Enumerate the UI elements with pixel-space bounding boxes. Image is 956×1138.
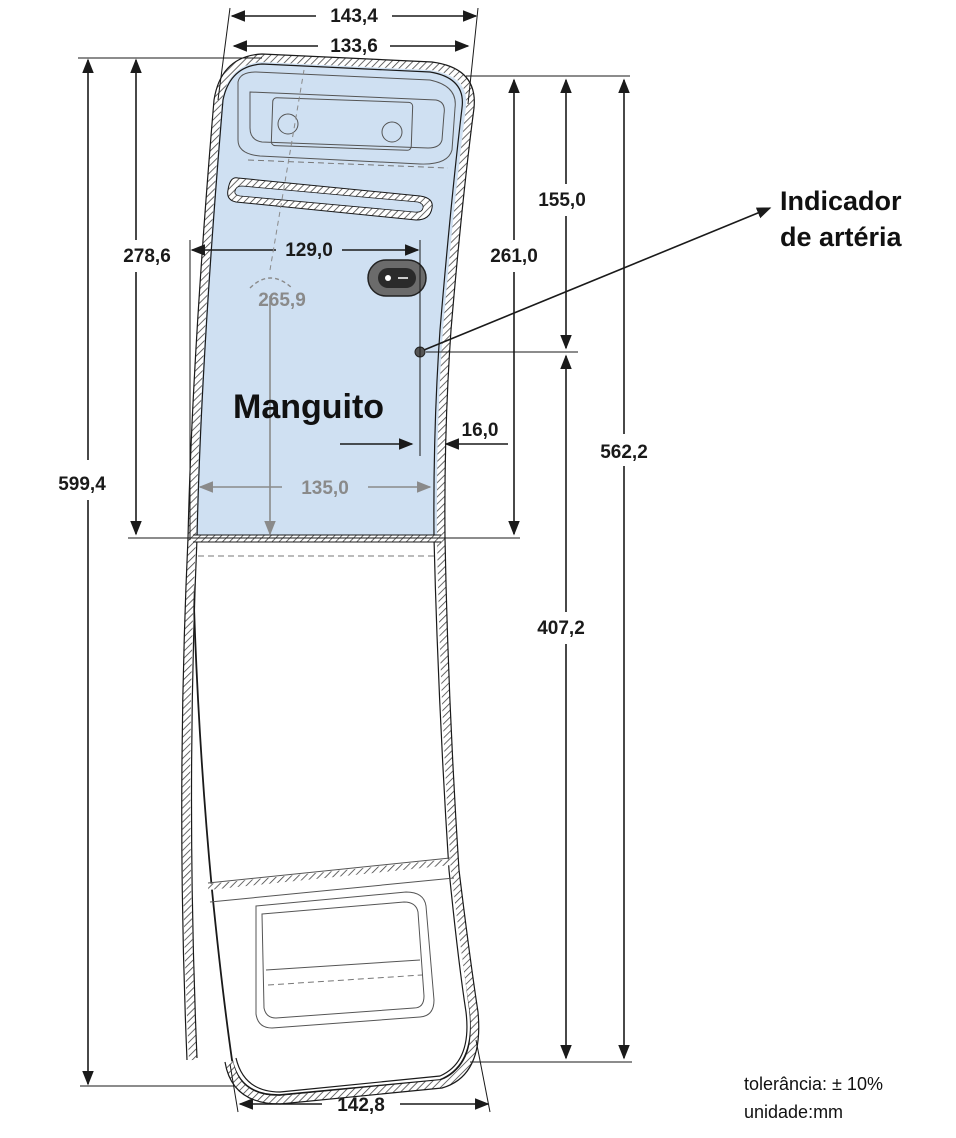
dim-top-outer-width: 143,4 [330, 6, 378, 27]
dim-top-inner-width: 133,6 [330, 36, 378, 57]
indicator-leader-line [423, 207, 772, 351]
dim-cuff-width-bottom: 135,0 [301, 478, 349, 499]
artery-indicator-label-line1: Indicador [780, 186, 902, 216]
dim-right-total-height: 562,2 [600, 442, 648, 463]
dim-right-height: 261,0 [490, 246, 538, 267]
artery-indicator-label-line2: de artéria [780, 222, 903, 252]
tolerance-note: tolerância: ± 10% [744, 1074, 883, 1094]
dim-bottom-width: 142,8 [337, 1095, 385, 1116]
dim-arc-radius: 265,9 [258, 290, 306, 311]
strap-slot [227, 177, 433, 221]
dim-total-height: 599,4 [58, 474, 106, 495]
strap-body [191, 537, 472, 1096]
cuff-outline-hatched [182, 53, 479, 1105]
dim-cuff-width-mid: 129,0 [285, 240, 333, 261]
cuff-zone [193, 62, 467, 538]
dim-indicator-to-top: 155,0 [538, 190, 586, 211]
dim-cuff-height: 278,6 [123, 246, 171, 267]
top-connector [237, 71, 456, 169]
unit-note: unidade:mm [744, 1102, 843, 1122]
bottom-window [207, 857, 455, 1029]
cuff-label: Manguito [233, 388, 384, 426]
dim-indicator-offset: 16,0 [462, 420, 499, 441]
cuff-button-icon [367, 259, 427, 297]
dim-indicator-to-bottom: 407,2 [537, 618, 585, 639]
